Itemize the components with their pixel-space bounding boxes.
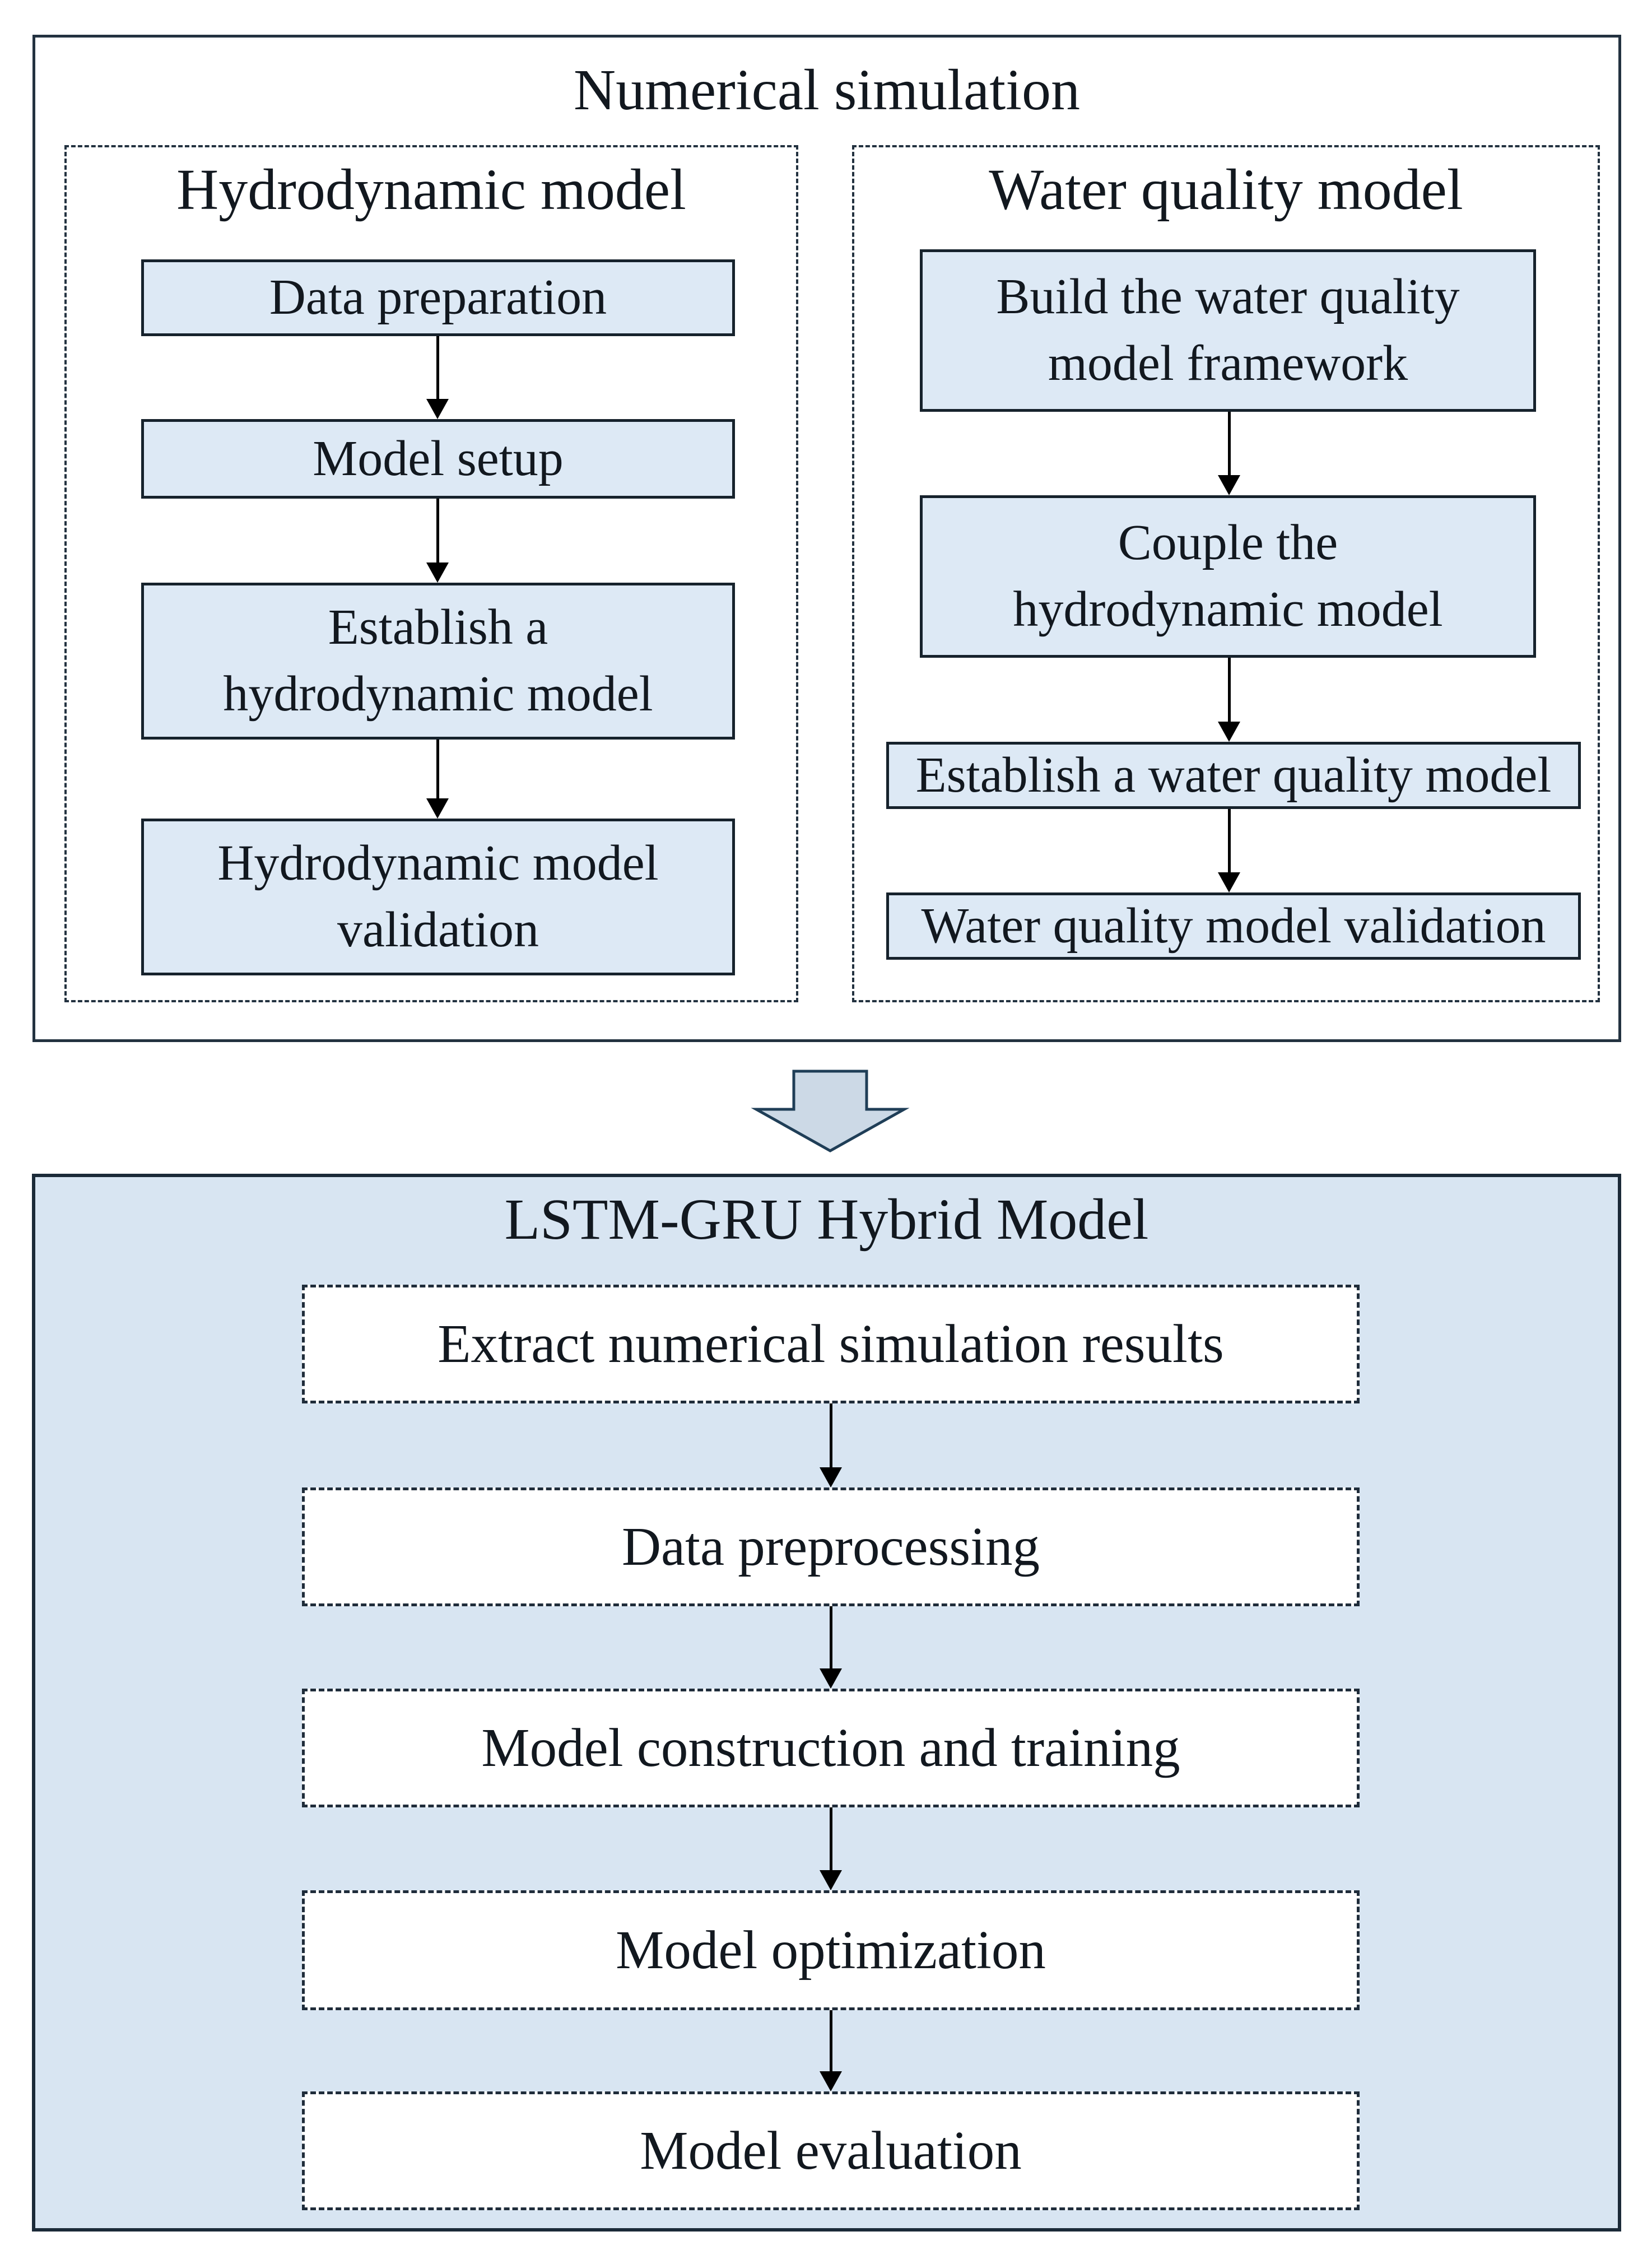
flow-arrow-down-icon — [820, 2010, 842, 2091]
arrow-shaft — [1227, 809, 1231, 875]
arrow-head-icon — [1218, 872, 1240, 892]
step-model-construction-and-training: Model construction and training — [302, 1689, 1360, 1807]
step-couple-hydrodynamic-model: Couple the hydrodynamic model — [920, 495, 1536, 658]
step-model-optimization: Model optimization — [302, 1890, 1360, 2010]
step-label: Extract numerical simulation results — [438, 1313, 1224, 1374]
step-label: Data preparation — [269, 269, 607, 326]
arrow-head-icon — [820, 2071, 842, 2091]
step-label: Model construction and training — [481, 1717, 1180, 1778]
arrow-shaft — [829, 1403, 832, 1470]
step-build-water-quality-framework: Build the water quality model framework — [920, 249, 1536, 412]
step-label: Model evaluation — [640, 2120, 1022, 2181]
step-label: Couple the hydrodynamic model — [1013, 515, 1443, 637]
arrow-shaft — [1227, 658, 1231, 724]
step-hydrodynamic-model-validation: Hydrodynamic model validation — [141, 819, 735, 975]
step-label: Establish a hydrodynamic model — [223, 599, 653, 722]
step-extract-numerical-simulation-results: Extract numerical simulation results — [302, 1285, 1360, 1403]
flow-arrow-down-icon — [820, 1403, 842, 1487]
step-data-preparation: Data preparation — [141, 259, 735, 336]
arrow-head-icon — [1218, 722, 1240, 742]
numerical-simulation-panel: Numerical simulation Hydrodynamic model … — [32, 35, 1621, 1042]
step-label: Water quality model validation — [921, 898, 1546, 954]
arrow-head-icon — [426, 562, 449, 583]
flow-arrow-down-icon — [426, 336, 449, 419]
step-water-quality-model-validation: Water quality model validation — [886, 892, 1581, 960]
big-down-arrow-icon — [751, 1070, 910, 1152]
hydrodynamic-model-heading: Hydrodynamic model — [176, 157, 686, 222]
lstm-gru-hybrid-model-panel: LSTM-GRU Hybrid Model Extract numerical … — [32, 1174, 1621, 2232]
step-establish-water-quality-model: Establish a water quality model — [886, 742, 1581, 809]
flow-arrow-down-icon — [1218, 658, 1240, 742]
arrow-shaft — [829, 2010, 832, 2074]
step-model-setup: Model setup — [141, 419, 735, 499]
flow-arrow-down-icon — [820, 1807, 842, 1890]
step-label: Establish a water quality model — [915, 747, 1552, 803]
arrow-shaft — [436, 499, 439, 565]
lstm-gru-title: LSTM-GRU Hybrid Model — [504, 1187, 1149, 1252]
arrow-shaft — [829, 1807, 832, 1872]
arrow-shaft — [436, 740, 439, 801]
arrow-shaft — [829, 1606, 832, 1671]
step-model-evaluation: Model evaluation — [302, 2091, 1360, 2210]
step-label: Hydrodynamic model validation — [217, 835, 659, 957]
arrow-head-icon — [426, 399, 449, 419]
arrow-head-icon — [820, 1870, 842, 1890]
arrow-head-icon — [426, 798, 449, 819]
arrow-head-icon — [820, 1668, 842, 1689]
flow-arrow-down-icon — [1218, 412, 1240, 495]
flow-arrow-down-icon — [820, 1606, 842, 1689]
hydrodynamic-model-group: Hydrodynamic model Data preparation Mode… — [64, 145, 798, 1002]
arrow-head-icon — [1218, 475, 1240, 495]
flow-arrow-down-icon — [1218, 809, 1240, 892]
flow-arrow-down-icon — [426, 499, 449, 583]
step-label: Model optimization — [616, 1919, 1046, 1980]
numerical-simulation-title: Numerical simulation — [573, 58, 1080, 122]
arrow-head-icon — [820, 1467, 842, 1487]
step-data-preprocessing: Data preprocessing — [302, 1487, 1360, 1606]
step-establish-hydrodynamic-model: Establish a hydrodynamic model — [141, 583, 735, 740]
arrow-shaft — [436, 336, 439, 401]
arrow-shaft — [1227, 412, 1231, 477]
step-label: Build the water quality model framework — [996, 269, 1460, 391]
water-quality-model-group: Water quality model Build the water qual… — [852, 145, 1600, 1002]
step-label: Model setup — [313, 430, 564, 486]
step-label: Data preprocessing — [621, 1516, 1040, 1577]
water-quality-model-heading: Water quality model — [989, 157, 1463, 222]
flow-arrow-down-icon — [426, 740, 449, 819]
